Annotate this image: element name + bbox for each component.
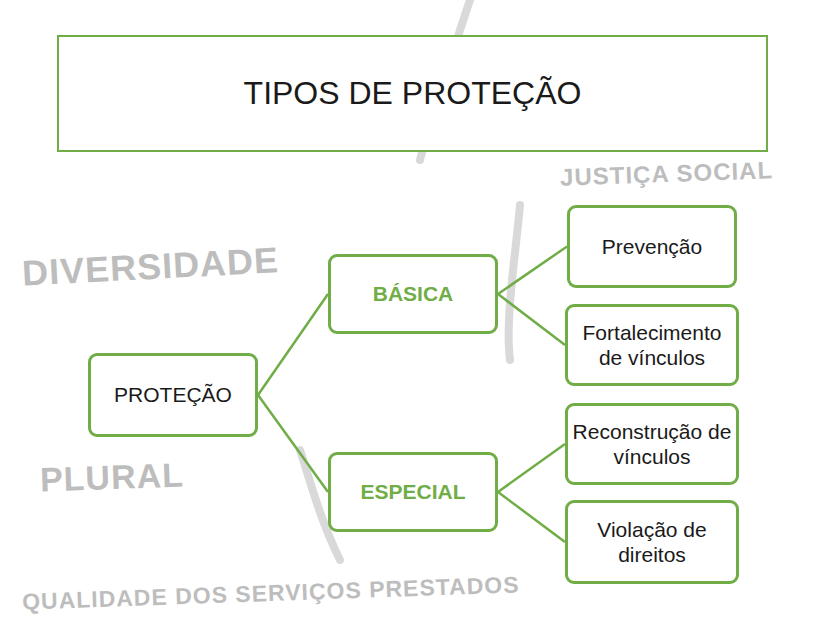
title-box: TIPOS DE PROTEÇÃO — [57, 35, 768, 152]
box-label: Violação de direitos — [572, 517, 732, 567]
connector-line — [258, 395, 328, 492]
connector-line — [498, 492, 565, 542]
process-box: PROTEÇÃO — [88, 353, 258, 437]
watermark-text: PLURAL — [39, 456, 184, 500]
watermark-text: JUSTIÇA SOCIAL — [560, 156, 774, 191]
process-box: Violação de direitos — [565, 500, 739, 584]
box-label: BÁSICA — [373, 281, 454, 306]
process-box: Fortalecimento de vínculos — [565, 304, 739, 386]
title-text: TIPOS DE PROTEÇÃO — [244, 75, 582, 112]
connector-line — [498, 294, 565, 345]
box-label: PROTEÇÃO — [114, 382, 232, 407]
process-box: ESPECIAL — [328, 452, 498, 532]
process-box: BÁSICA — [328, 254, 498, 334]
watermark-text: DIVERSIDADE — [21, 239, 280, 294]
process-box: Reconstrução de vínculos — [565, 403, 739, 485]
process-box: Prevenção — [567, 205, 737, 288]
box-label: Prevenção — [602, 234, 702, 259]
box-label: Fortalecimento de vínculos — [572, 320, 732, 370]
connector-line — [498, 444, 565, 492]
box-label: Reconstrução de vínculos — [572, 419, 732, 469]
connector-line — [258, 294, 328, 395]
watermark-text: QUALIDADE DOS SERVIÇOS PRESTADOS — [22, 571, 520, 615]
connector-line — [498, 247, 567, 295]
box-label: ESPECIAL — [360, 479, 465, 504]
